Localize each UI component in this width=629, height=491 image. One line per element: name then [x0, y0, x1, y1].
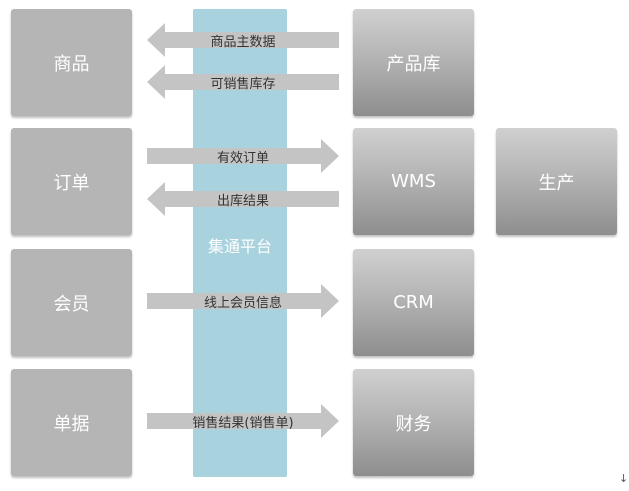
- right-system-product-library-label: 产品库: [386, 53, 441, 75]
- flow-label: 可销售库存: [210, 76, 276, 92]
- left-system-member: 会员: [11, 249, 132, 356]
- arrow-left-shape: [147, 23, 339, 57]
- flow-label: 线上会员信息: [203, 295, 282, 311]
- arrow-left-shape: [147, 182, 339, 216]
- right-system-crm: CRM: [353, 249, 474, 356]
- left-system-product: 商品: [11, 9, 132, 116]
- right-system-product-library: 产品库: [353, 9, 474, 116]
- right-system-finance: 财务: [353, 369, 474, 476]
- down-arrow-icon: ↓: [619, 472, 629, 485]
- left-system-document-label: 单据: [53, 413, 90, 435]
- arrow-right-shape: [147, 404, 339, 438]
- left-system-order-label: 订单: [53, 172, 90, 194]
- left-system-document: 单据: [11, 369, 132, 476]
- flow-label: 商品主数据: [210, 34, 276, 50]
- left-system-order: 订单: [11, 128, 132, 235]
- extra-system-production-label: 生产: [538, 172, 575, 194]
- flow-arrow-sales-result: 销售结果(销售单): [147, 404, 339, 438]
- flow-arrow-sellable-stock: 可销售库存: [147, 65, 339, 99]
- right-system-wms: WMS: [353, 128, 474, 235]
- flow-arrow-product-master: 商品主数据: [147, 23, 339, 57]
- left-system-product-label: 商品: [53, 53, 90, 75]
- flow-label: 出库结果: [216, 193, 269, 209]
- platform-label: 集通平台: [207, 237, 272, 256]
- arrow-right-shape: [147, 139, 339, 173]
- flow-arrow-outbound-result: 出库结果: [147, 182, 339, 216]
- right-system-finance-label: 财务: [395, 413, 432, 435]
- arrow-left-shape: [147, 65, 339, 99]
- right-system-crm-label: CRM: [393, 292, 434, 313]
- left-system-member-label: 会员: [53, 293, 90, 315]
- flow-label: 销售结果(销售单): [192, 415, 294, 431]
- flow-arrow-valid-orders: 有效订单: [147, 139, 339, 173]
- arrow-right-shape: [147, 284, 339, 318]
- flow-label: 有效订单: [216, 150, 269, 166]
- extra-system-production: 生产: [496, 128, 617, 235]
- right-system-wms-label: WMS: [391, 171, 436, 192]
- flow-arrow-online-member-info: 线上会员信息: [147, 284, 339, 318]
